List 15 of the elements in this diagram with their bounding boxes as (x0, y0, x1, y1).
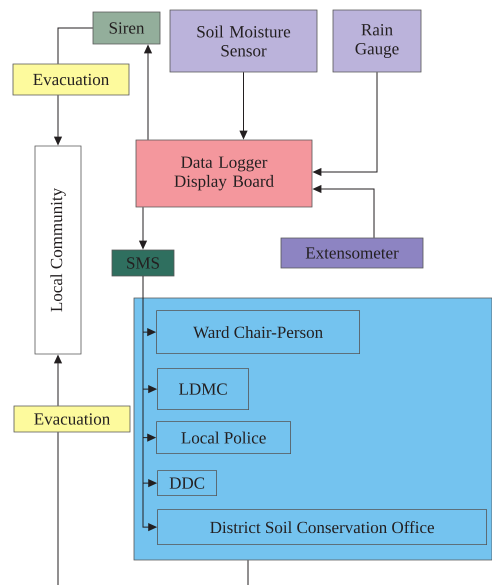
community-box: Local Community (34, 146, 82, 354)
device-box: Siren (92, 12, 160, 44)
sensor-box: Soil Moisture Sensor (170, 10, 318, 72)
recipient-box: Local Police (156, 421, 291, 454)
recipient-box: District Soil Conservation Office (157, 509, 487, 545)
message-box: SMS (112, 250, 174, 276)
recipient-box: DDC (157, 470, 217, 496)
action-label: Evacuation (14, 406, 130, 432)
logger-box: Data Logger Display Board (136, 140, 312, 208)
action-label: Evacuation (12, 64, 130, 96)
sensor-box: Extensometer (280, 238, 424, 268)
sensor-box: Rain Gauge (332, 10, 422, 72)
connector-line (58, 28, 94, 64)
recipient-box: Ward Chair-Person (156, 310, 360, 354)
recipient-box: LDMC (157, 368, 249, 410)
